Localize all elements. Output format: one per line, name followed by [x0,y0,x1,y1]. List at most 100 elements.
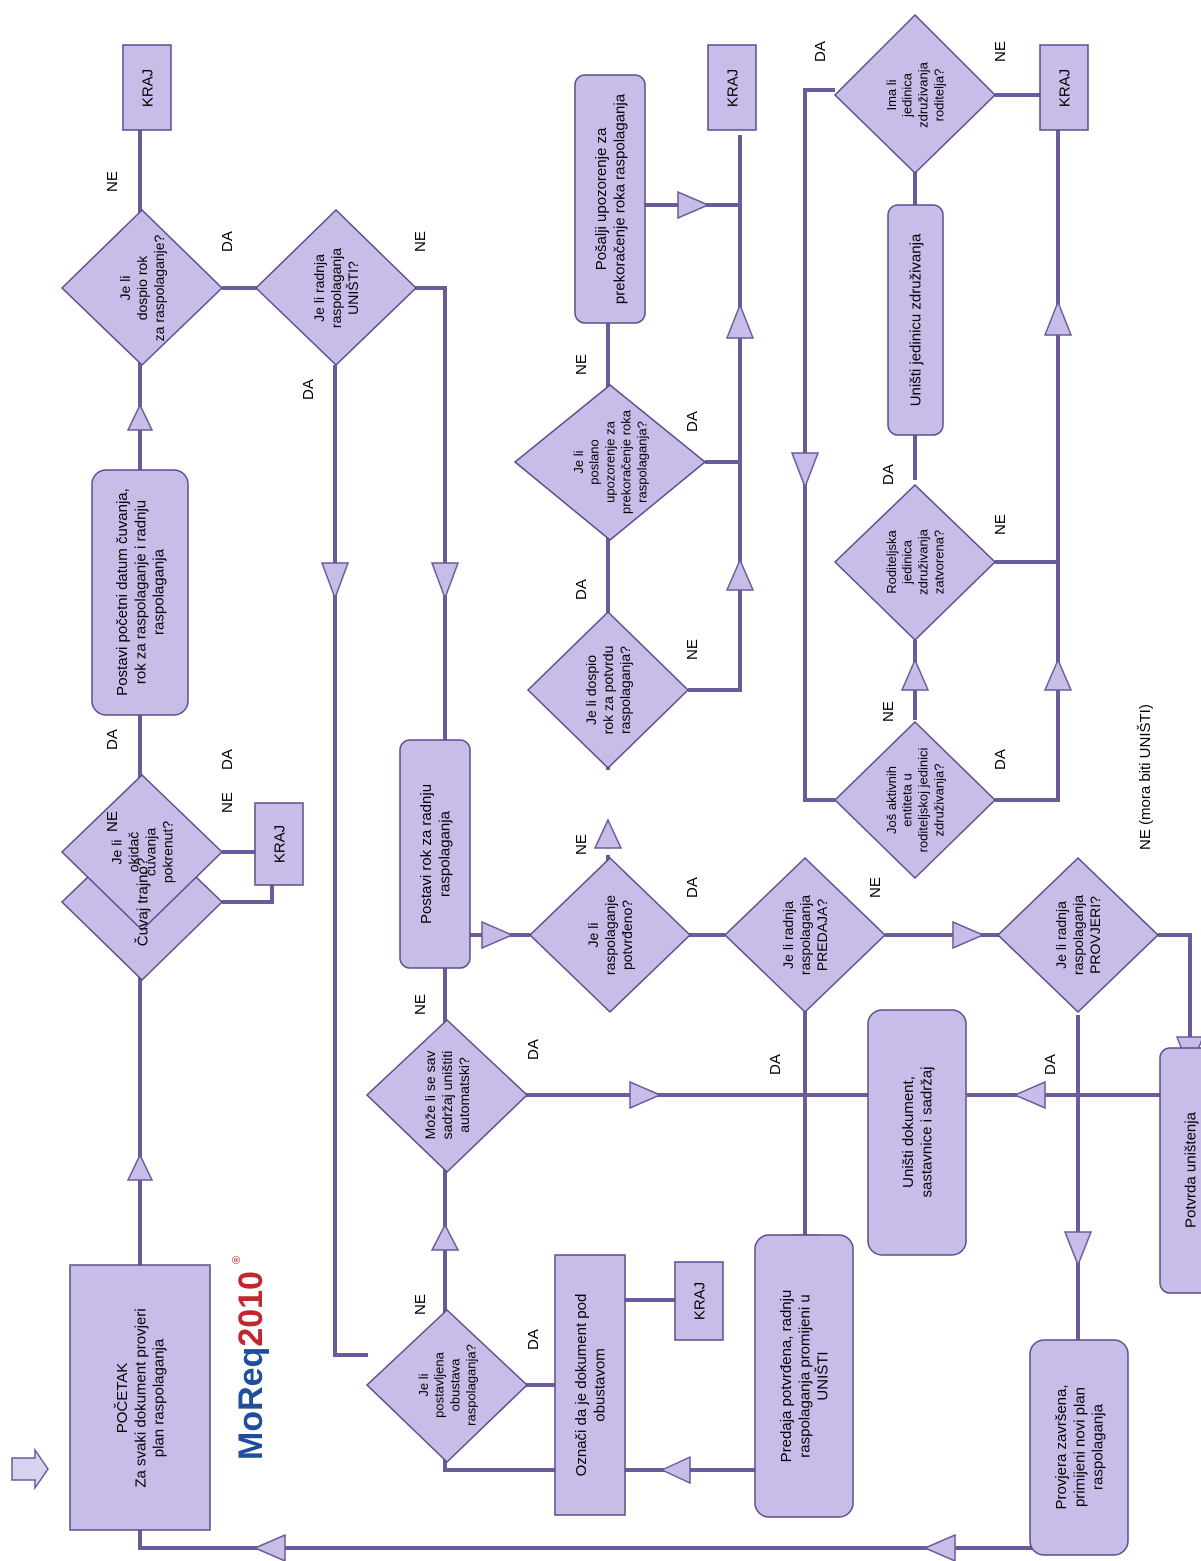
edge-label-ne: NE [412,231,429,252]
edge-label-ne: NE [867,877,884,898]
confirm-due-text: Je li dospiorok za potvrduraspolaganja? [583,646,633,735]
start-box [69,1264,211,1531]
arrow-up [900,658,930,691]
review-q-line: Je li radnja [1053,901,1069,969]
destroy-doc-line: sastavnice i sadržaj [918,1067,935,1198]
auto-destroy-q-line: Može li se sav [422,1051,438,1140]
edge-labels: NE DA DA NE NE DA DA NE NE DA NE DA NE D… [104,41,1154,1350]
arrow-down [790,452,820,490]
destroy-doc-line: Uništi dokument, [900,1076,917,1188]
warning-sent-text: Je liposlanoupozorenje zaprekoračenje ro… [571,409,650,514]
parent-closed-q-line: združivanja [916,528,931,595]
trigger-text: Je liokidaččuvanjapokrenut? [108,821,175,883]
transfer-done-box [754,1234,854,1518]
due-line: Je li [117,276,133,301]
edge-label-da: DA [300,379,317,400]
start-line: POČETAK [114,1363,131,1434]
edge-label-da: DA [880,464,897,485]
hold-q-line: postavljena [432,1351,447,1418]
start-arrow-icon [11,1447,49,1491]
review-q-line: PROVJERI? [1087,896,1103,974]
wire-review-ne [1158,933,1192,1048]
destroy-doc-text: Uništi dokument,sastavnice i sadržaj [900,1067,935,1198]
kraj-hold-line: KRAJ [691,1282,708,1320]
active-decision [833,720,997,880]
send-warning-text: Pošalji upozorenje zaprekoračenje roka r… [593,93,628,304]
edge-label-ne: NE [573,354,590,375]
due-text: Je lidospio rokza raspolaganje? [117,234,167,341]
send-warning-box [574,74,646,324]
due-line: za raspolaganje? [151,234,167,341]
transfer-q-line: PREDAJA? [814,899,830,972]
transfer-q-line: raspolaganja [797,895,813,975]
arrow-up [1043,658,1073,691]
wire-active-ne-loop [803,88,835,802]
hold-decision [365,1308,529,1464]
hold-q-line: obustava [448,1358,463,1412]
confirmed-q-line: potvrđeno? [619,900,635,970]
arrow-up [725,558,755,591]
kraj-parent-box [1039,44,1089,131]
arrow-left [253,1533,286,1561]
confirm-due-decision [526,610,690,770]
confirmed-q-line: Je li [585,923,601,948]
trigger-line: okidač [125,832,141,872]
destroy-q-line: UNIŠTI? [345,261,361,315]
edge-label-da: DA [812,41,829,62]
edge-label-da: DA [525,1039,542,1060]
confirm-due-q-line: Je li dospio [583,655,599,725]
keep-forever-text: Čuvaj trajno? [134,858,151,946]
destroy-confirm-line: Potvrda uništenja [1182,1111,1199,1228]
wire-keep-da [222,882,274,904]
destroy-confirm-text: Potvrda uništenja [1182,1111,1199,1228]
edge-label-da: DA [992,749,1009,770]
hold-q-line: raspolaganja? [463,1344,478,1426]
kraj-top-box [122,44,172,131]
logo-registered-mark: ® [231,1256,243,1264]
review-decision [996,856,1160,1014]
active-q-line: entiteta u [900,773,915,827]
arrow-up [126,403,154,431]
wire-active-da [995,130,1060,802]
edge-label-da: DA [104,729,121,750]
kraj-warn-text: KRAJ [724,69,741,107]
arrow-left [1013,1080,1046,1110]
wire-destroy-ne [415,286,447,740]
edge-label-da: DA [767,1054,784,1075]
start-line: plan raspolaganja [151,1338,168,1457]
warning-sent-q-line: upozorenje za [603,420,618,502]
kraj-hold-box [674,1261,724,1341]
mark-hold-box [554,1254,626,1516]
parent-closed-q-line: Roditeljska [884,529,899,593]
review-done-line: Provjera završena, [1053,1384,1070,1509]
review-done-text: Provjera završena,primijeni novi planras… [1053,1384,1107,1509]
transfer-done-text: Predaja potvrđena, radnjuraspolaganja pr… [778,1290,832,1463]
edge-label-ne-must-destroy: NE (mora biti UNIŠTI) [1137,704,1154,850]
arrow-up [725,302,755,339]
mark-hold-text: Označi da je dokument podobustavom [573,1294,608,1477]
arrow-up [126,1153,154,1181]
warning-sent-q-line: prekoračenje roka [618,409,633,514]
kraj-top-text: KRAJ [139,69,156,107]
edge-label-ne: NE [573,834,590,855]
edge-label-da: DA [219,749,236,770]
start-text: POČETAKZa svaki dokument provjeriplan ra… [114,1308,168,1487]
arrow-down [320,562,350,601]
parent-closed-decision [833,483,997,642]
kraj-parent-line: KRAJ [1056,69,1073,107]
arrow-right [481,920,514,950]
review-q-text: Je li radnjaraspolaganjaPROVJERI? [1053,895,1103,975]
kraj-hold-text: KRAJ [691,1282,708,1320]
auto-destroy-q-line: sadržaj uništiti [439,1051,455,1140]
set-deadline-line: Postavi rok za radnju [418,784,435,924]
transfer-done-line: UNIŠTI [815,1351,832,1400]
edge-label-da: DA [525,1329,542,1350]
destroy-q-line: raspolaganja [328,248,344,328]
confirmed-decision [528,856,692,1014]
review-q-line: raspolaganja [1070,895,1086,975]
moreq-logo: MoReq2010 ® [231,1256,270,1460]
edge-label-ne: NE [992,514,1009,535]
confirm-due-q-line: rok za potvrdu [600,646,616,735]
destroy-unit-text: Uništi jedinicu združivanja [907,233,924,406]
